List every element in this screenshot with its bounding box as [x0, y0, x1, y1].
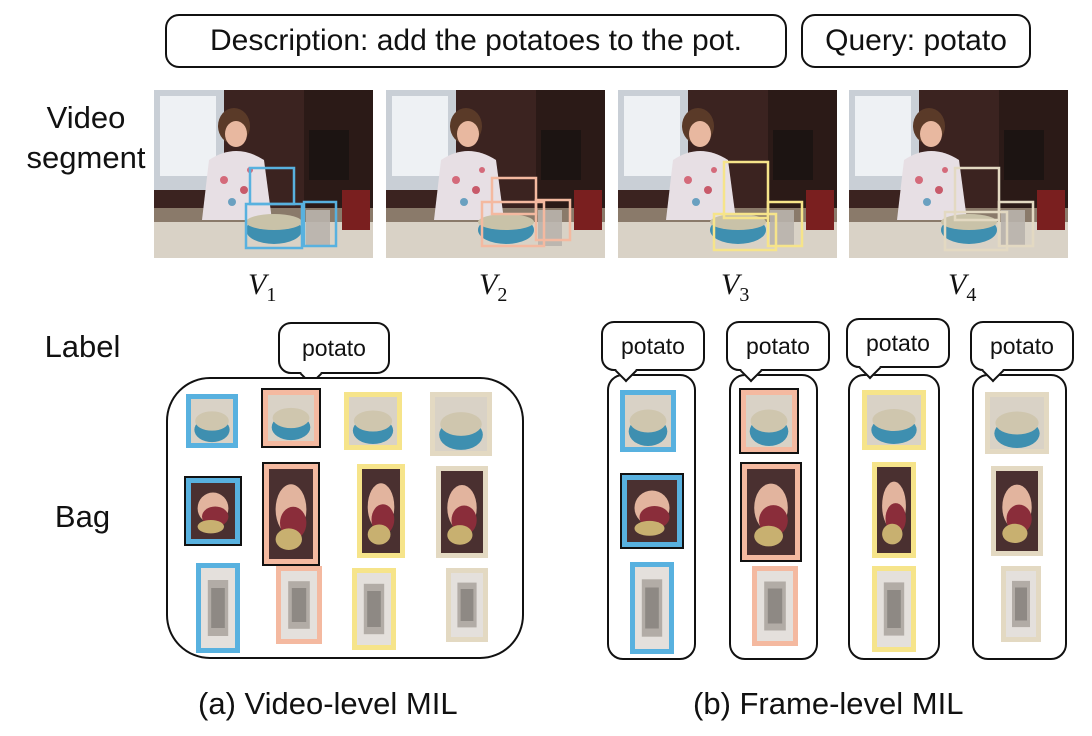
kitchen-scene-image	[386, 90, 605, 258]
query-text: Query: potato	[825, 24, 1007, 57]
segment-label-v4: V4	[948, 268, 977, 306]
row-label-video: Video	[46, 100, 126, 135]
label-text: potato	[866, 329, 930, 356]
crop-image	[867, 395, 921, 445]
crop-image	[451, 573, 483, 637]
crop-image	[757, 571, 793, 641]
instance-crop-11	[352, 568, 396, 650]
crop-image	[877, 467, 911, 553]
crop-image	[349, 397, 397, 445]
crop-image	[625, 395, 671, 447]
video-frame-3	[618, 90, 837, 258]
row-label-label: Label	[44, 329, 121, 364]
segment-label-v3: V3	[721, 268, 750, 306]
instance-crop-9	[196, 563, 240, 653]
kitchen-scene-image	[618, 90, 837, 258]
crop-image	[191, 483, 235, 539]
label-bubble-frame-3: potato	[846, 318, 950, 368]
label-bubble-frame-2: potato	[726, 321, 830, 371]
label-bubble-frame-1: potato	[601, 321, 705, 371]
instance-crop-18	[742, 464, 800, 560]
video-frame-2	[386, 90, 605, 258]
row-label-video-segment: Video segment	[22, 98, 150, 178]
label-bubble-video-level: potato	[278, 322, 390, 374]
instance-crop-2	[263, 390, 319, 446]
instance-crop-6	[264, 464, 318, 564]
crop-image	[627, 480, 677, 542]
instance-crop-16	[985, 392, 1049, 454]
segment-label-v2: V2	[479, 268, 508, 306]
instance-crop-20	[991, 466, 1043, 556]
video-frame-4	[849, 90, 1068, 258]
crop-image	[281, 571, 317, 639]
caption-video-level: (a) Video-level MIL	[198, 686, 458, 721]
crop-image	[362, 469, 400, 553]
label-text: potato	[621, 332, 685, 359]
crop-image	[191, 399, 233, 443]
caption-frame-level: (b) Frame-level MIL	[693, 686, 964, 721]
crop-image	[269, 469, 313, 559]
instance-crop-3	[344, 392, 402, 450]
crop-image	[877, 571, 911, 647]
crop-image	[635, 567, 669, 649]
crop-image	[747, 469, 795, 555]
query-box: Query: potato	[801, 14, 1031, 68]
description-text: Description: add the potatoes to the pot…	[209, 24, 743, 57]
label-text: potato	[302, 334, 366, 361]
instance-crop-22	[752, 566, 798, 646]
row-label-bag: Bag	[54, 499, 111, 534]
instance-crop-13	[620, 390, 676, 452]
crop-image	[435, 397, 487, 451]
kitchen-scene-image	[849, 90, 1068, 258]
instance-crop-19	[872, 462, 916, 558]
instance-crop-15	[862, 390, 926, 450]
crop-image	[268, 395, 314, 441]
crop-image	[441, 471, 483, 553]
crop-image	[990, 397, 1044, 449]
crop-image	[357, 573, 391, 645]
instance-crop-7	[357, 464, 405, 558]
label-text: potato	[746, 332, 810, 359]
crop-image	[746, 395, 792, 447]
instance-crop-12	[446, 568, 488, 642]
instance-crop-23	[872, 566, 916, 652]
instance-crop-24	[1001, 566, 1041, 642]
description-box: Description: add the potatoes to the pot…	[165, 14, 787, 68]
crop-image	[201, 568, 235, 648]
instance-crop-5	[186, 478, 240, 544]
instance-crop-17	[622, 475, 682, 547]
row-label-segment: segment	[26, 140, 146, 175]
video-frame-1	[154, 90, 373, 258]
label-text: potato	[990, 332, 1054, 359]
instance-crop-14	[741, 390, 797, 452]
instance-crop-8	[436, 466, 488, 558]
crop-image	[1006, 571, 1036, 637]
instance-crop-10	[276, 566, 322, 644]
instance-crop-21	[630, 562, 674, 654]
segment-label-v1: V1	[248, 268, 277, 306]
label-bubble-frame-4: potato	[970, 321, 1074, 371]
instance-crop-1	[186, 394, 238, 448]
kitchen-scene-image	[154, 90, 373, 258]
instance-crop-4	[430, 392, 492, 456]
crop-image	[996, 471, 1038, 551]
